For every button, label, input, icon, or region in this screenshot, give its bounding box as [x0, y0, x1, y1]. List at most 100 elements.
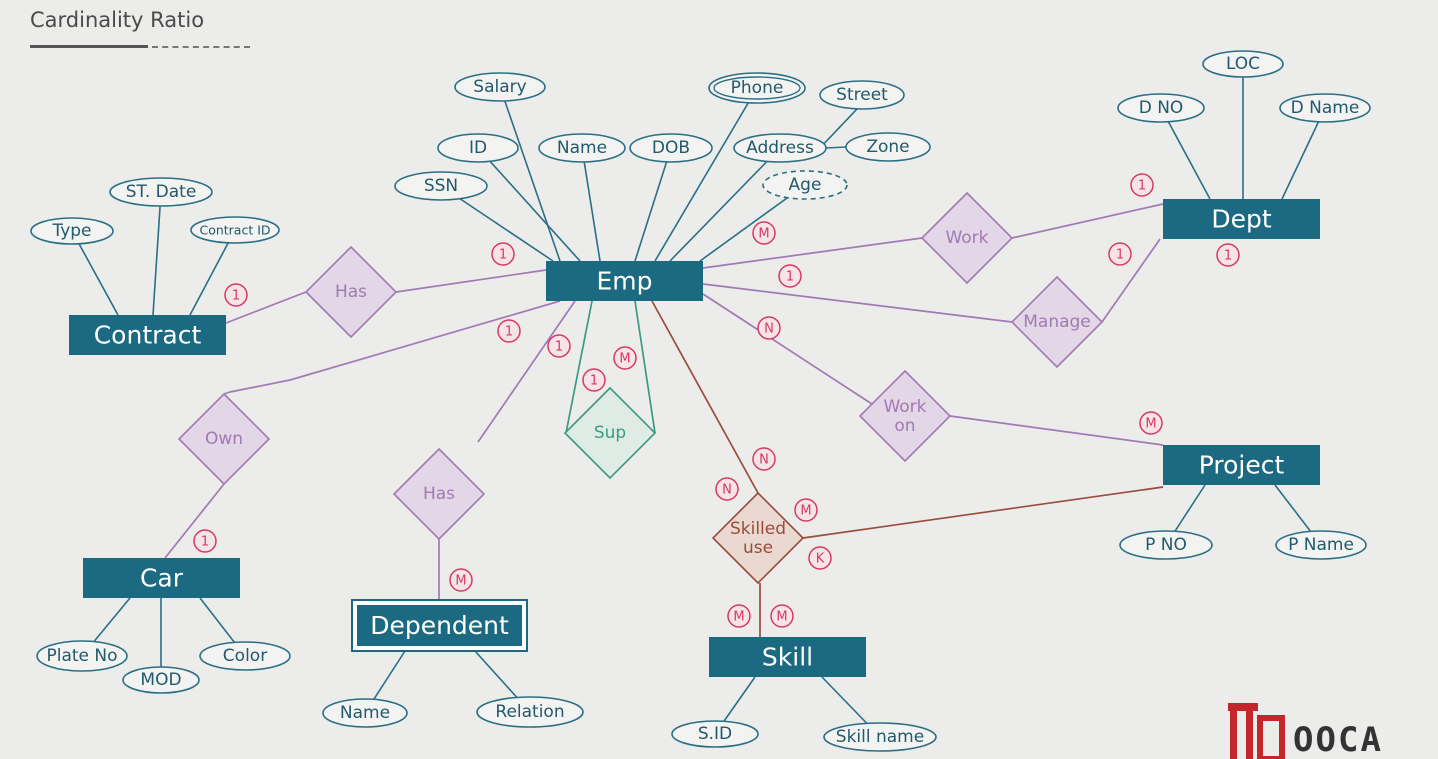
attribute-ellipse [823, 722, 937, 752]
cardinality-circle [757, 316, 781, 340]
attribute-age: Age [762, 170, 848, 200]
title-underline [30, 45, 148, 48]
attribute-ellipse [122, 666, 200, 694]
relationship-diamond [920, 191, 1014, 285]
cardinality-circle [547, 334, 571, 358]
attribute-label: LOC [1226, 54, 1260, 74]
attribute-type: Type [30, 217, 114, 245]
cardinality-label: M [733, 610, 744, 625]
attribute-label: Zone [866, 137, 909, 157]
relationship-link [702, 293, 876, 407]
attribute-ellipse [322, 698, 408, 728]
attribute-ellipse [30, 217, 114, 245]
attribute-ellipse [1117, 93, 1205, 123]
entity-skill: Skill [709, 637, 866, 677]
cardinality-marker: 1 [193, 529, 217, 553]
attribute-label: P Name [1288, 535, 1354, 555]
attribute-link [499, 86, 561, 262]
attribute-ellipse [1119, 530, 1213, 560]
attribute-dno: D NO [1117, 93, 1205, 123]
attribute-dep_name: Name [322, 698, 408, 728]
cardinality-circle [770, 604, 794, 628]
relationship-diamond [1010, 275, 1104, 369]
relationship-work: Work [920, 191, 1014, 285]
entity-label: Contract [94, 321, 202, 350]
attribute-loc: LOC [1202, 50, 1284, 78]
entity-label: Car [140, 564, 184, 593]
attribute-ellipse [708, 72, 806, 104]
relationship-link [223, 300, 561, 395]
entity-box [69, 315, 226, 355]
attribute-link [189, 229, 236, 316]
cardinality-label: M [455, 574, 466, 589]
entity-emp: Emp [546, 261, 703, 301]
cardinality-label: 1 [1138, 179, 1146, 194]
relationship-has2: Has [392, 447, 486, 541]
relationship-own: Own [177, 392, 271, 486]
cardinality-label: K [816, 552, 825, 567]
cardinality-marker: N [715, 477, 739, 501]
attribute-link [152, 191, 162, 316]
attribute-label: Age [789, 175, 822, 195]
cardinality-marker: M [727, 604, 751, 628]
attribute-ellipse [819, 80, 905, 110]
attribute-label: Skill name [836, 727, 924, 747]
attribute-ellipse [1279, 93, 1371, 123]
entity-label: Emp [596, 267, 652, 296]
attribute-pno: P NO [1119, 530, 1213, 560]
attribute-link [825, 146, 847, 149]
relationship-diamond [563, 386, 657, 480]
attribute-ellipse [733, 133, 827, 163]
cardinality-marker: M [770, 604, 794, 628]
attribute-dob: DOB [629, 133, 713, 163]
cardinality-marker: M [794, 498, 818, 522]
attribute-label: DOB [652, 138, 690, 158]
relationship-label-line2: on [894, 416, 915, 436]
logo-stem-1 [1230, 711, 1237, 759]
attribute-salary: Salary [454, 72, 546, 102]
cardinality-label: 1 [499, 248, 507, 263]
cardinality-circle [1216, 243, 1240, 267]
attribute-street: Street [819, 80, 905, 110]
attribute-link [477, 147, 581, 262]
mooca-logo: OOCA [1228, 703, 1381, 759]
entity-box [546, 261, 703, 301]
cardinality-marker: 1 [1216, 243, 1240, 267]
cardinality-label: M [619, 352, 630, 367]
attribute-ellipse [671, 720, 759, 748]
cardinality-label: 1 [505, 325, 513, 340]
cardinality-marker: M [449, 568, 473, 592]
relationship-link [949, 415, 1164, 446]
cardinality-label: M [1145, 417, 1156, 432]
relationship-label: Has [423, 484, 455, 504]
relationship-sup: Sup [563, 386, 657, 480]
entity-box [357, 605, 522, 646]
attribute-relation: Relation [476, 696, 584, 728]
attribute-address: Address [733, 133, 827, 163]
entity-box [83, 558, 240, 598]
relationship-diamond [392, 447, 486, 541]
relationship-link [395, 269, 547, 293]
entity-box [1163, 199, 1320, 239]
cardinality-label: 1 [590, 374, 598, 389]
relationship-link [565, 300, 593, 434]
attribute-inner-ellipse [713, 76, 801, 100]
attribute-plateno: Plate No [36, 640, 128, 672]
entity-label: Dependent [370, 611, 509, 640]
entity-label: Dept [1211, 205, 1272, 234]
attribute-label: Salary [473, 77, 526, 97]
cardinality-circle [715, 477, 739, 501]
entity-dept: Dept [1163, 199, 1320, 239]
attribute-zone: Zone [845, 132, 931, 162]
cardinality-marker: N [757, 316, 781, 340]
cardinality-label: 1 [1116, 248, 1124, 263]
attribute-ellipse [437, 133, 519, 163]
attribute-color: Color [199, 641, 291, 671]
attribute-ssn: SSN [394, 171, 488, 201]
cardinality-circle [613, 346, 637, 370]
title-underline-dashed [152, 46, 250, 48]
relationship-link [164, 483, 225, 559]
